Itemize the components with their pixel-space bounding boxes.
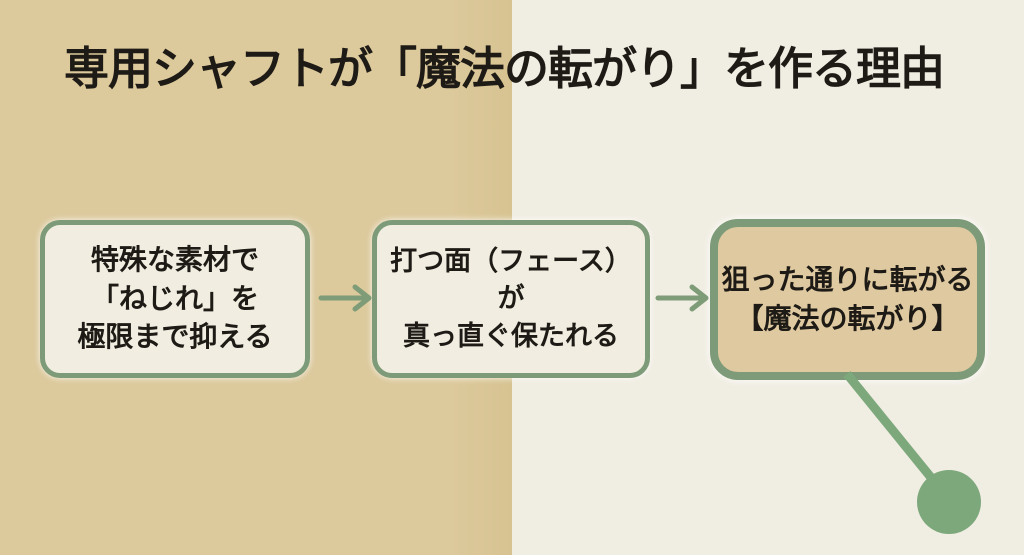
flow-step-1-box: 特殊な素材で 「ねじれ」を 極限まで抑える	[40, 220, 310, 378]
flow-step-3-line-2: 【魔法の転がり】	[735, 302, 960, 334]
slide-title: 専用シャフトが「魔法の転がり」を作る理由	[64, 43, 945, 94]
flow-step-3-line-1: 狙った通りに転がる	[721, 263, 974, 295]
flow-step-2-line-1: 打つ面（フェース）が	[390, 246, 632, 314]
flow-step-1-line-3: 極限まで抑える	[77, 321, 273, 353]
flow-step-3-result-box: 狙った通りに転がる 【魔法の転がり】	[710, 219, 985, 380]
flow-step-1-line-2: 「ねじれ」を	[90, 282, 259, 314]
flow-step-2-box: 打つ面（フェース）が 真っ直ぐ保たれる	[372, 220, 650, 378]
flow-step-1-line-1: 特殊な素材で	[90, 244, 259, 276]
flow-step-2-line-2: 真っ直ぐ保たれる	[403, 320, 619, 351]
